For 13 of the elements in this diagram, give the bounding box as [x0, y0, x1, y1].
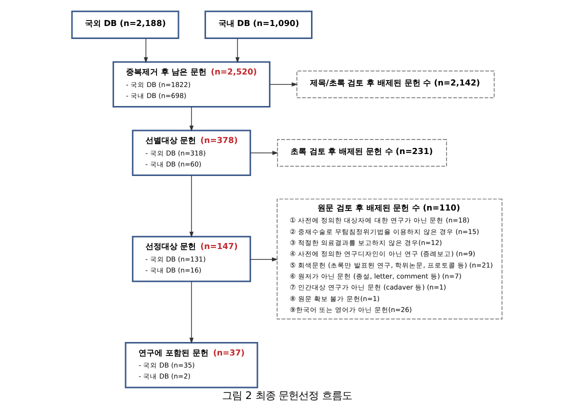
arrow: [189, 175, 194, 238]
arrow: [189, 106, 194, 132]
node-box: 초록 검토 후 배제된 문헌 수 (n=231): [277, 139, 447, 167]
arrow: [250, 150, 278, 155]
node-box: 제목/초록 검토 후 배제된 문헌 수 (n=2,142): [296, 70, 495, 98]
arrow: [189, 281, 194, 344]
arrow: [250, 257, 278, 262]
arrow: [269, 82, 298, 86]
node-box: 국외 DB (n=2,188): [71, 10, 180, 39]
node-box: 국내 DB (n=1,090): [204, 10, 312, 39]
caption: 그림 2 최종 문헌선정 흐름도: [222, 390, 352, 402]
arrow: [235, 38, 240, 64]
arrow: [144, 38, 148, 64]
